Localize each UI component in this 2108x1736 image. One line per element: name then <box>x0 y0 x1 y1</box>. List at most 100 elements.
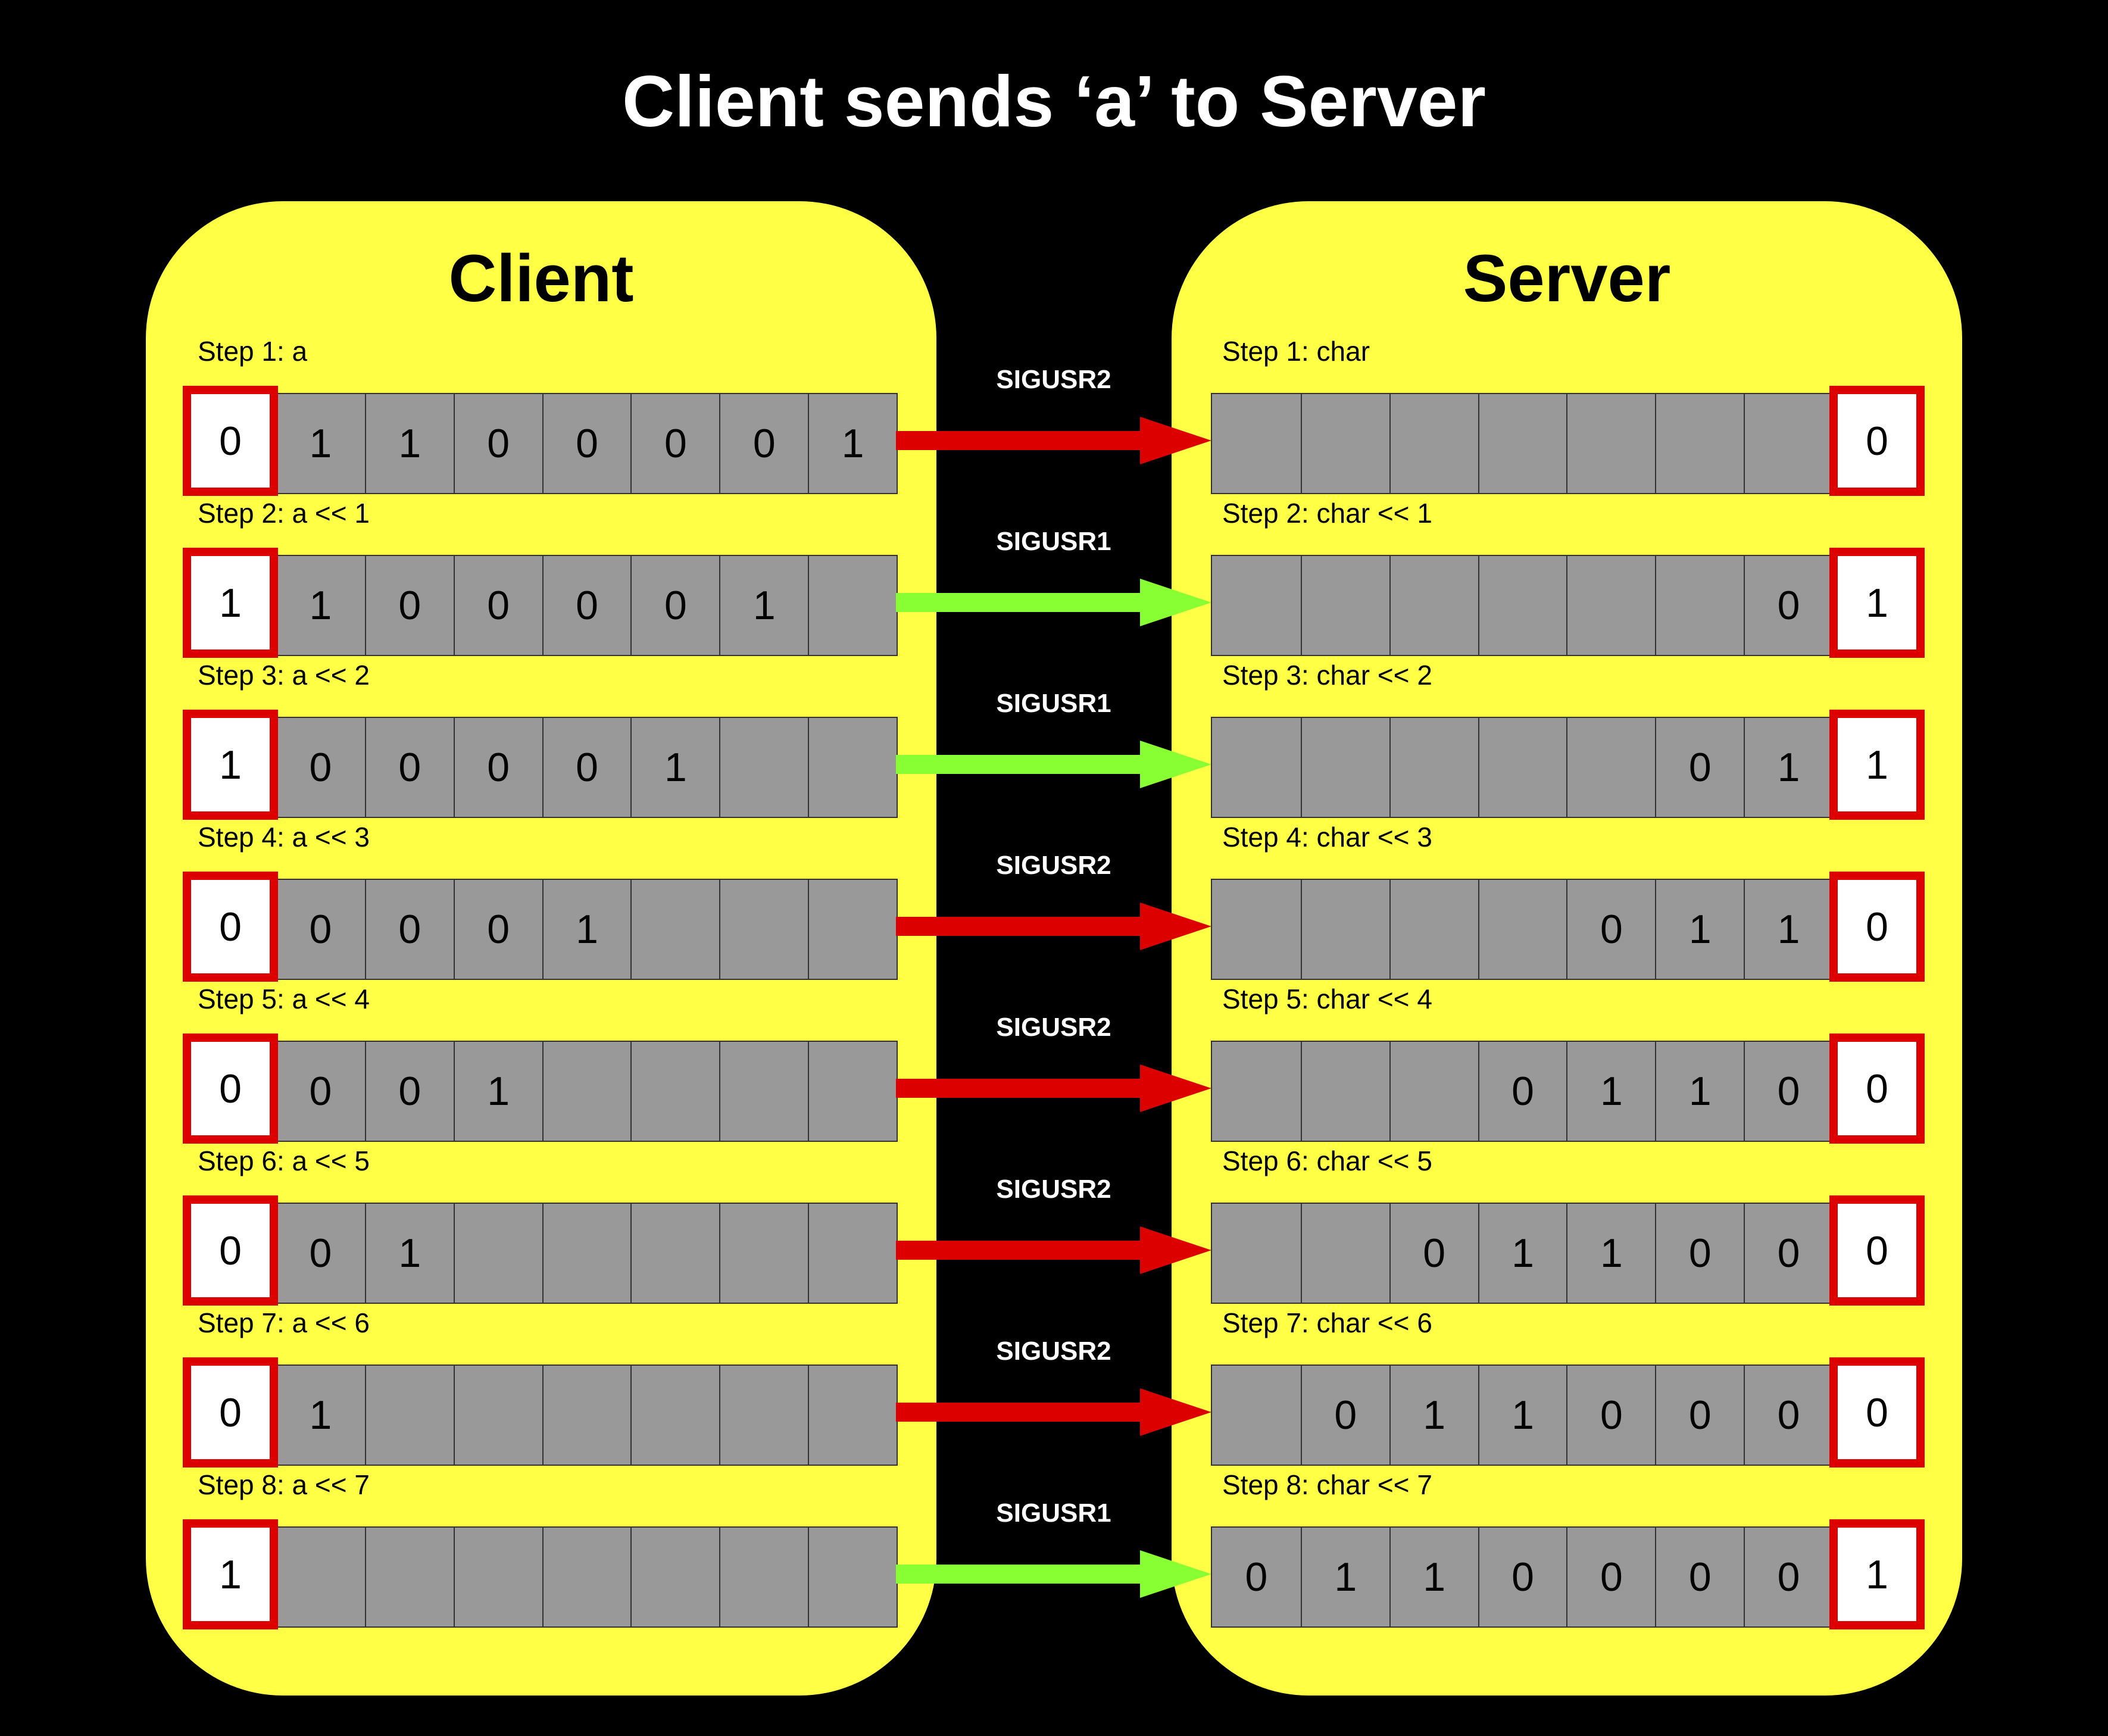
server-bit-cell <box>1300 394 1389 493</box>
server-bit-cell: 1 <box>1389 1366 1478 1465</box>
client-bit-cell <box>364 1528 454 1626</box>
sigusr2-arrow-icon <box>896 903 1211 950</box>
server-bit-cell: 1 <box>1655 1042 1744 1141</box>
client-step-label: Step 3: a << 2 <box>198 660 370 691</box>
client-step-label: Step 1: a <box>198 336 308 367</box>
client-bit-cell <box>808 1204 897 1303</box>
client-bit-cell: 0 <box>630 394 719 493</box>
client-bit-cell: 1 <box>309 583 332 628</box>
client-step-label: Step 2: a << 1 <box>198 498 370 529</box>
client-bit-cell <box>630 1366 719 1465</box>
server-step-label: Step 1: char <box>1222 336 1370 367</box>
server-bit-cell <box>1212 1366 1301 1465</box>
sigusr1-arrow-icon <box>896 1550 1211 1598</box>
signal-label: SIGUSR2 <box>996 365 1111 394</box>
server-bit-cell <box>1744 394 1832 493</box>
client-msb-bit: 1 <box>183 548 278 658</box>
client-bit-cell: 0 <box>309 907 332 952</box>
server-step-label: Step 7: char << 6 <box>1222 1307 1432 1338</box>
signal-label: SIGUSR2 <box>996 1337 1111 1366</box>
server-lsb-bit: 0 <box>1829 386 1925 496</box>
client-bit-cell: 0 <box>364 1042 454 1141</box>
signal-label: SIGUSR1 <box>996 527 1111 556</box>
server-bit-cell <box>1389 394 1478 493</box>
client-bit-cell: 0 <box>309 745 332 790</box>
server-step-label: Step 6: char << 5 <box>1222 1145 1432 1176</box>
sigusr2-arrow-icon <box>896 1226 1211 1274</box>
server-bit-cell: 1 <box>1744 880 1832 979</box>
server-bit-cell <box>1212 880 1301 979</box>
client-msb-bit: 0 <box>183 1195 278 1306</box>
client-bit-cell: 1 <box>309 1392 332 1438</box>
server-bit-cell: 0 <box>1478 1528 1567 1626</box>
client-msb-bit: 1 <box>183 710 278 820</box>
client-bit-cell: 1 <box>542 880 631 979</box>
client-bit-cell <box>808 1042 897 1141</box>
client-panel-title: Client <box>448 241 634 316</box>
signal-label: SIGUSR2 <box>996 1175 1111 1204</box>
client-bit-cell: 0 <box>542 556 631 655</box>
server-bit-cell <box>1300 556 1389 655</box>
client-bit-cell <box>719 1528 808 1626</box>
arrow-shape <box>896 1064 1211 1112</box>
server-bit-cell: 1 <box>1566 1204 1655 1303</box>
server-bit-cell <box>1300 718 1389 817</box>
server-bit-cell: 1 <box>1300 1528 1389 1626</box>
client-bit-cell: 1 <box>364 1204 454 1303</box>
server-lsb-bit: 0 <box>1829 872 1925 982</box>
server-bit-cell <box>1478 718 1567 817</box>
server-bit-register <box>1211 393 1834 494</box>
client-bit-cell <box>719 1204 808 1303</box>
server-bit-cell: 0 <box>1566 880 1655 979</box>
client-msb-bit: 1 <box>183 1519 278 1629</box>
client-bit-cell: 0 <box>453 556 542 655</box>
server-bit-cell <box>1212 1042 1301 1141</box>
client-bit-cell <box>808 1366 897 1465</box>
server-step-label: Step 2: char << 1 <box>1222 498 1432 529</box>
client-bit-cell: 0 <box>542 394 631 493</box>
server-bit-cell <box>1212 718 1301 817</box>
server-bit-cell <box>1566 556 1655 655</box>
client-bit-cell <box>719 718 808 817</box>
server-bit-cell: 1 <box>1389 1528 1478 1626</box>
server-bit-cell <box>1566 394 1655 493</box>
client-bit-cell <box>364 1366 454 1465</box>
client-bit-cell: 0 <box>364 556 454 655</box>
server-bit-cell <box>1389 1042 1478 1141</box>
server-bit-cell: 0 <box>1744 1042 1832 1141</box>
server-panel-title: Server <box>1463 241 1671 316</box>
signal-label: SIGUSR2 <box>996 851 1111 880</box>
client-bit-cell <box>808 880 897 979</box>
client-bit-cell: 0 <box>542 718 631 817</box>
client-bit-cell: 1 <box>364 394 454 493</box>
signal-label: SIGUSR1 <box>996 1498 1111 1528</box>
client-bit-cell: 0 <box>364 718 454 817</box>
server-lsb-bit: 1 <box>1829 1519 1925 1629</box>
client-msb-bit: 0 <box>183 872 278 982</box>
client-bit-cell <box>630 880 719 979</box>
client-bit-cell <box>542 1042 631 1141</box>
server-bit-cell: 1 <box>1478 1366 1567 1465</box>
server-step-label: Step 3: char << 2 <box>1222 660 1432 691</box>
client-msb-bit: 0 <box>183 1357 278 1468</box>
server-bit-cell: 0 <box>1300 1366 1389 1465</box>
diagram-title: Client sends ‘a’ to Server <box>622 61 1486 142</box>
sigusr2-arrow-icon <box>896 417 1211 464</box>
server-bit-cell: 1 <box>1478 1204 1567 1303</box>
server-bit-cell <box>1212 394 1301 493</box>
client-bit-cell <box>719 1042 808 1141</box>
server-bit-cell: 0 <box>1744 1366 1832 1465</box>
server-bit-cell <box>1212 1204 1301 1303</box>
client-bit-cell: 0 <box>453 718 542 817</box>
server-bit-cell: 0 <box>1478 1042 1567 1141</box>
client-bit-cell: 0 <box>309 1231 332 1276</box>
